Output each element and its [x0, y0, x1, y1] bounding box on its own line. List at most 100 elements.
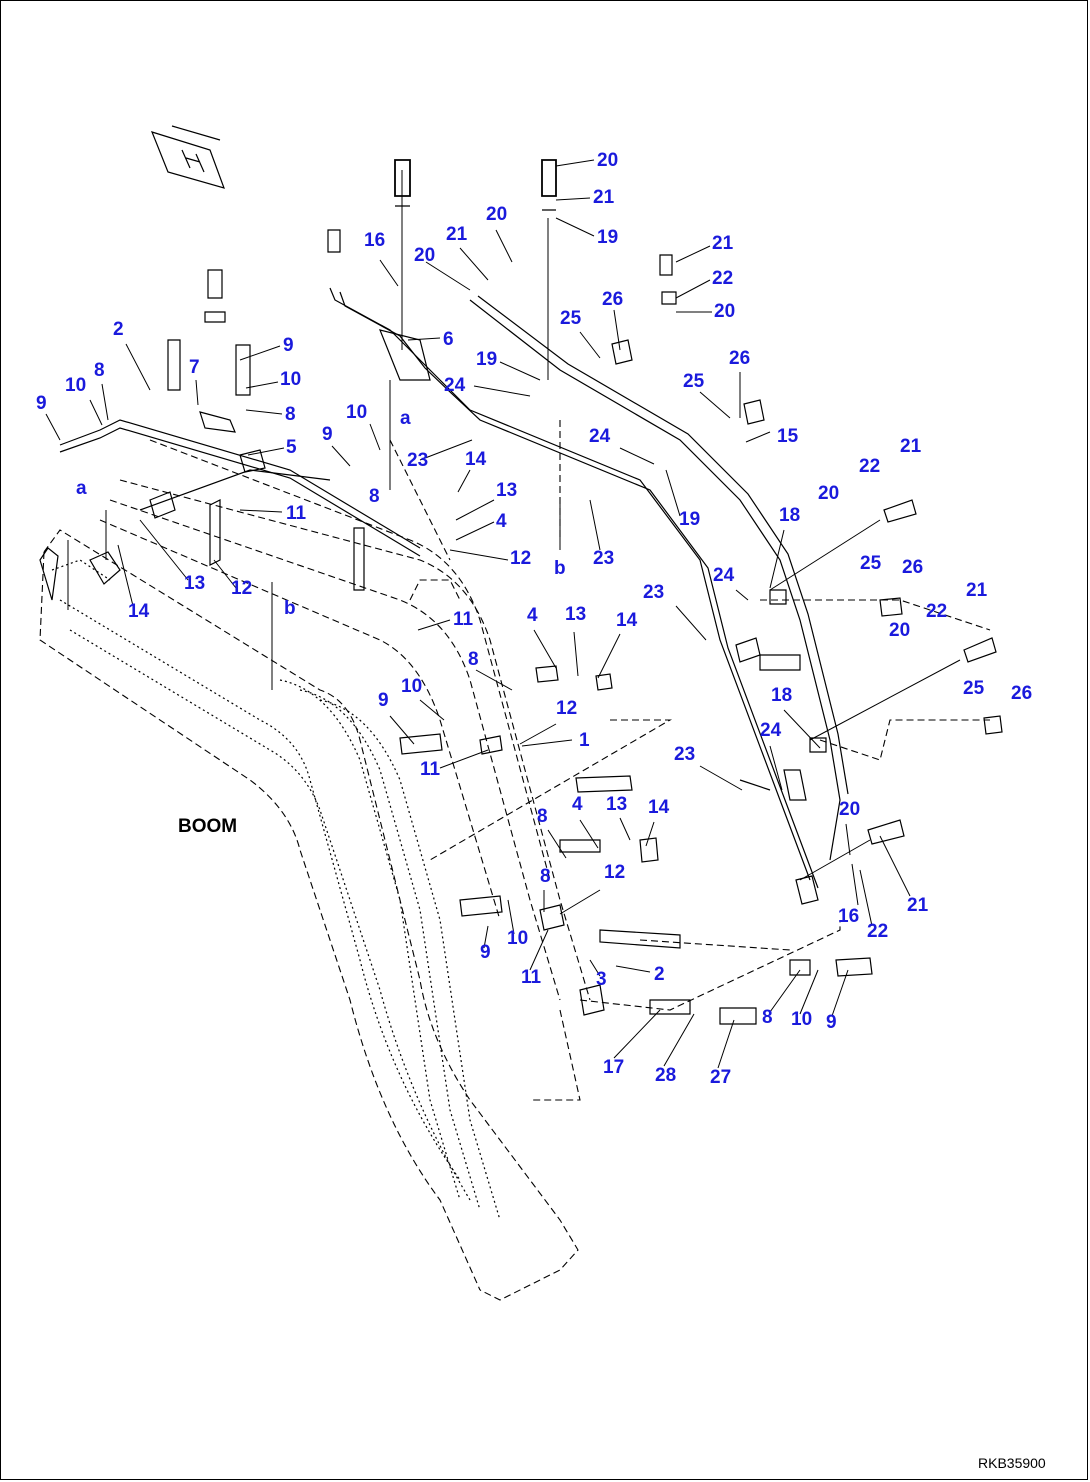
part-callout-22: 22	[859, 456, 880, 477]
part-callout-14: 14	[465, 449, 487, 470]
right-fittings	[611, 339, 1003, 905]
part-callout-7: 7	[189, 357, 200, 378]
part-callout-8: 8	[94, 360, 105, 381]
guide-lines	[389, 420, 991, 1101]
left-clamps	[59, 411, 421, 690]
part-callout-10: 10	[65, 375, 86, 396]
part-callout-21: 21	[907, 895, 929, 916]
part-callout-14: 14	[128, 601, 150, 622]
part-callout-19: 19	[597, 227, 618, 248]
part-callout-12: 12	[604, 862, 625, 883]
part-callout-16: 16	[838, 906, 859, 927]
part-callout-9: 9	[480, 942, 491, 963]
part-callout-13: 13	[184, 573, 205, 594]
part-callout-10: 10	[280, 369, 301, 390]
part-callout-18: 18	[771, 685, 792, 706]
part-callout-14: 14	[648, 797, 670, 818]
part-callout-13: 13	[565, 604, 586, 625]
part-callout-20: 20	[486, 204, 507, 225]
part-callout-21: 21	[446, 224, 468, 245]
part-callout-22: 22	[712, 268, 733, 289]
part-callout-26: 26	[602, 289, 623, 310]
part-callout-23: 23	[643, 582, 664, 603]
part-callout-8: 8	[369, 486, 380, 507]
part-callout-9: 9	[322, 424, 333, 445]
part-callout-11: 11	[453, 609, 474, 630]
part-callout-1: 1	[579, 730, 590, 751]
part-callout-12: 12	[556, 698, 577, 719]
part-callout-15: 15	[777, 426, 799, 447]
part-callout-9: 9	[378, 690, 389, 711]
part-callout-20: 20	[597, 150, 618, 171]
ref-letter-a-upper: a	[400, 408, 411, 429]
part-callout-25: 25	[560, 308, 582, 329]
part-callout-2: 2	[113, 319, 124, 340]
part-callout-12: 12	[231, 578, 252, 599]
part-callout-4: 4	[527, 605, 538, 626]
part-callout-9: 9	[283, 335, 294, 356]
part-callout-19: 19	[679, 509, 700, 530]
part-callout-3: 3	[596, 969, 607, 990]
part-callout-25: 25	[963, 678, 985, 699]
part-callout-17: 17	[603, 1057, 624, 1078]
part-callout-21: 21	[593, 187, 615, 208]
part-callout-24: 24	[444, 375, 466, 396]
part-callout-23: 23	[407, 450, 428, 471]
part-callout-25: 25	[860, 553, 882, 574]
part-callout-12: 12	[510, 548, 531, 569]
part-callout-20: 20	[714, 301, 735, 322]
part-callout-8: 8	[468, 649, 479, 670]
ref-letter-b-lower: b	[284, 598, 296, 619]
part-callout-2: 2	[654, 964, 665, 985]
part-callout-11: 11	[420, 759, 441, 780]
part-callout-21: 21	[966, 580, 988, 601]
part-callout-26: 26	[729, 348, 750, 369]
orientation-mark	[150, 125, 225, 189]
part-callout-26: 26	[902, 557, 923, 578]
part-callout-10: 10	[791, 1009, 812, 1030]
part-callout-24: 24	[589, 426, 611, 447]
callout-leaders	[45, 159, 911, 1069]
part-callout-23: 23	[593, 548, 614, 569]
reference-arrows	[389, 380, 561, 550]
part-callout-13: 13	[606, 794, 627, 815]
part-callout-24: 24	[713, 565, 735, 586]
part-callout-4: 4	[496, 511, 507, 532]
boom-hoses	[99, 439, 591, 1221]
part-callout-4: 4	[572, 794, 583, 815]
part-callout-8: 8	[537, 806, 548, 827]
boom-outline	[39, 529, 579, 1301]
part-callout-18: 18	[779, 505, 800, 526]
part-callout-8: 8	[762, 1007, 773, 1028]
part-callout-10: 10	[401, 676, 422, 697]
part-callout-16: 16	[364, 230, 385, 251]
part-callout-5: 5	[286, 437, 297, 458]
part-callout-22: 22	[867, 921, 888, 942]
part-callout-8: 8	[540, 866, 551, 887]
lower-fittings	[399, 665, 873, 1025]
ref-letter-a-lower: a	[76, 478, 87, 499]
part-callout-13: 13	[496, 480, 517, 501]
part-callout-10: 10	[346, 402, 367, 423]
part-callout-9: 9	[36, 393, 47, 414]
part-callout-23: 23	[674, 744, 695, 765]
part-callout-11: 11	[286, 503, 307, 524]
part-callout-20: 20	[889, 620, 910, 641]
drawing-code: RKB35900	[978, 1455, 1046, 1471]
part-callout-9: 9	[826, 1012, 837, 1033]
part-callout-14: 14	[616, 610, 638, 631]
part-callout-19: 19	[476, 349, 497, 370]
part-callout-22: 22	[926, 601, 947, 622]
part-callout-28: 28	[655, 1065, 676, 1086]
part-callout-26: 26	[1011, 683, 1032, 704]
part-callout-21: 21	[712, 233, 734, 254]
part-callout-27: 27	[710, 1067, 731, 1088]
part-callout-8: 8	[285, 404, 296, 425]
part-callout-11: 11	[521, 967, 542, 988]
part-callout-10: 10	[507, 928, 528, 949]
part-callout-20: 20	[818, 483, 839, 504]
part-callout-24: 24	[760, 720, 782, 741]
